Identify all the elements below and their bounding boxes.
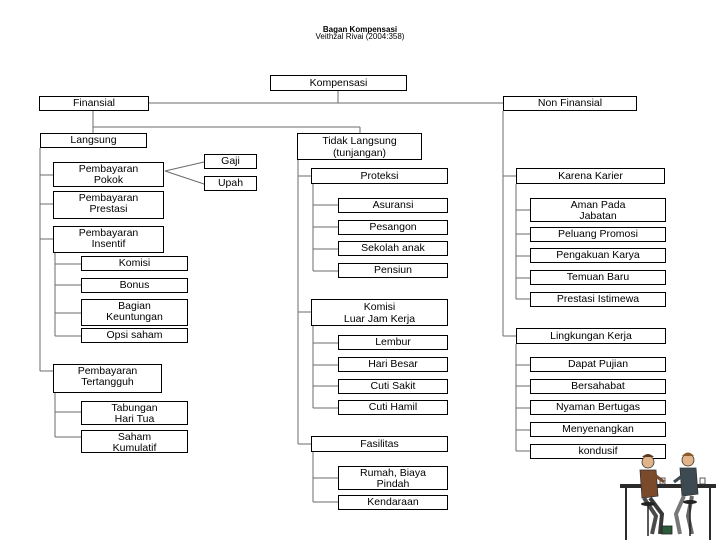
node-pembayaran-pokok: Pembayaran Pokok <box>53 162 164 187</box>
node-kendaraan: Kendaraan <box>338 495 448 510</box>
node-pembayaran-insentif: Pembayaran Insentif <box>53 226 164 253</box>
node-upah: Upah <box>204 176 257 191</box>
node-peluang-promosi: Peluang Promosi <box>530 227 666 242</box>
node-hari-besar: Hari Besar <box>338 357 448 372</box>
node-pengakuan-karya: Pengakuan Karya <box>530 248 666 263</box>
node-bonus: Bonus <box>81 278 188 293</box>
node-pembayaran-tertangguh: Pembayaran Tertangguh <box>53 364 162 393</box>
node-bagian-keuntungan: Bagian Keuntungan <box>81 299 188 326</box>
node-gaji: Gaji <box>204 154 257 169</box>
node-finansial: Finansial <box>39 96 149 111</box>
node-asuransi: Asuransi <box>338 198 448 213</box>
node-pembayaran-prestasi: Pembayaran Prestasi <box>53 191 164 219</box>
node-pesangon: Pesangon <box>338 220 448 235</box>
node-kondusif: kondusif <box>530 444 666 459</box>
node-nyaman-bertugas: Nyaman Bertugas <box>530 400 666 415</box>
node-fasilitas: Fasilitas <box>311 436 448 452</box>
node-menyenangkan: Menyenangkan <box>530 422 666 437</box>
node-pensiun: Pensiun <box>338 263 448 278</box>
node-karena-karier: Karena Karier <box>516 168 665 184</box>
node-aman-pada-jabatan: Aman Pada Jabatan <box>530 198 666 222</box>
node-cuti-sakit: Cuti Sakit <box>338 379 448 394</box>
node-opsi-saham: Opsi saham <box>81 328 188 343</box>
node-saham-kumulatif: Saham Kumulatif <box>81 430 188 454</box>
node-tidak-langsung: Tidak Langsung (tunjangan) <box>297 133 422 160</box>
node-lembur: Lembur <box>338 335 448 350</box>
node-kompensasi: Kompensasi <box>270 75 407 91</box>
two-people-at-bar-table-icon <box>620 452 716 540</box>
chart-title: Bagan Kompensasi <box>322 25 398 34</box>
node-temuan-baru: Temuan Baru <box>530 270 666 285</box>
node-sekolah-anak: Sekolah anak <box>338 241 448 256</box>
node-proteksi: Proteksi <box>311 168 448 184</box>
node-bersahabat: Bersahabat <box>530 379 666 394</box>
node-rumah-biaya-pindah: Rumah, Biaya Pindah <box>338 466 448 490</box>
node-dapat-pujian: Dapat Pujian <box>530 357 666 372</box>
node-komisi-luar-jam-kerja: Komisi Luar Jam Kerja <box>311 299 448 326</box>
node-langsung: Langsung <box>40 133 147 148</box>
node-prestasi-istimewa: Prestasi Istimewa <box>530 292 666 307</box>
node-komisi: Komisi <box>81 256 188 271</box>
node-tabungan-hari-tua: Tabungan Hari Tua <box>81 401 188 425</box>
node-non-finansial: Non Finansial <box>503 96 637 111</box>
chart-subtitle: Veithzal Rivai (2004:358) <box>315 32 405 41</box>
node-lingkungan-kerja: Lingkungan Kerja <box>516 328 666 344</box>
node-cuti-hamil: Cuti Hamil <box>338 400 448 415</box>
